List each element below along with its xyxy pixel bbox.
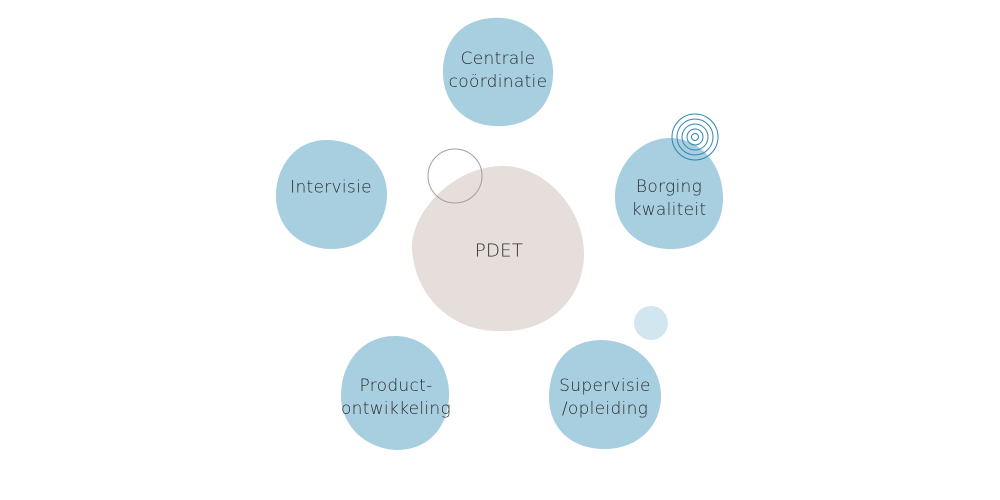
node-label-line: coördinatie: [448, 72, 548, 92]
node-label-product-ontwikkeling: Product- ontwikkeling: [341, 375, 451, 421]
node-label-line: Supervisie: [559, 376, 651, 396]
node-label-line: kwaliteit: [631, 200, 707, 220]
node-label-line: /opleiding: [561, 399, 649, 419]
node-label-borging-kwaliteit: Borging kwaliteit: [632, 176, 707, 222]
concentric-rings-icon: [671, 113, 719, 161]
node-label-line: Borging: [635, 177, 703, 197]
node-blob-intervisie: [276, 139, 388, 250]
center-label-text: PDET: [474, 240, 524, 262]
node-label-line: Intervisie: [290, 177, 372, 198]
node-blob-borging-kwaliteit: [614, 137, 724, 250]
small-dot-decoration: [634, 306, 668, 340]
node-label-supervisie-opleiding: Supervisie /opleiding: [559, 375, 651, 421]
node-label-centrale-coordinatie: Centrale coördinatie: [449, 48, 548, 94]
node-blob-centrale-coordinatie: [442, 17, 554, 127]
outline-circle-decoration: [427, 148, 483, 204]
center-label: PDET: [475, 240, 523, 263]
node-label-line: Centrale: [460, 49, 536, 69]
node-label-intervisie: Intervisie: [290, 177, 372, 200]
node-blob-supervisie-opleiding: [548, 340, 662, 450]
node-blob-product-ontwikkeling: [340, 336, 450, 450]
center-blob: [411, 165, 585, 332]
node-label-line: ontwikkeling: [340, 399, 452, 419]
node-label-line: Product-: [359, 376, 433, 396]
